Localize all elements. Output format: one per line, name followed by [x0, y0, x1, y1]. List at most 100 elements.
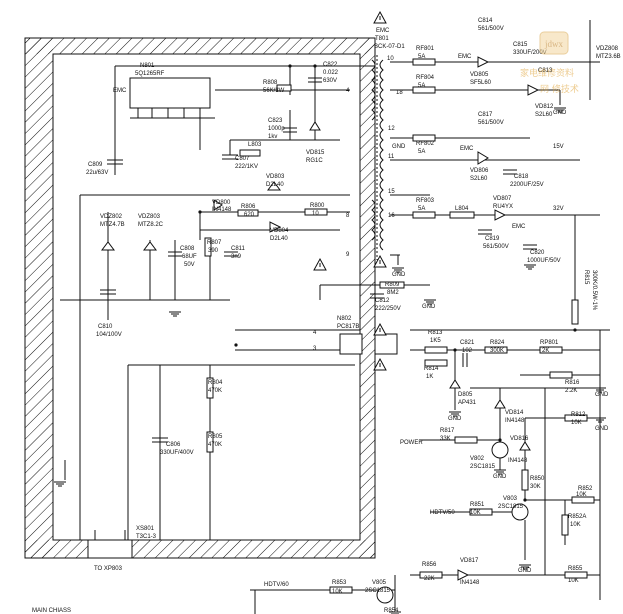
- svg-text:RG1C: RG1C: [306, 158, 323, 164]
- label-hdtv60: HDTV/60: [264, 582, 289, 588]
- svg-text:22K: 22K: [424, 576, 435, 582]
- svg-text:GND: GND: [392, 144, 406, 150]
- svg-text:C822: C822: [323, 62, 338, 68]
- resistor-r800: [304, 208, 328, 216]
- svg-text:102: 102: [462, 348, 473, 354]
- svg-text:C809: C809: [88, 162, 103, 168]
- svg-text:R807: R807: [207, 240, 222, 246]
- svg-text:561/500V: 561/500V: [478, 120, 504, 126]
- svg-text:10: 10: [387, 56, 394, 62]
- inductor-l803: [239, 149, 261, 157]
- svg-text:GND: GND: [392, 272, 406, 278]
- resistor-r809: [379, 281, 405, 289]
- resistor-r824: [484, 346, 508, 354]
- svg-text:EMC: EMC: [512, 224, 526, 230]
- svg-text:22u/63V: 22u/63V: [86, 170, 108, 176]
- svg-text:104/100V: 104/100V: [96, 332, 122, 338]
- svg-text:C815: C815: [513, 42, 528, 48]
- hot-side-components: [87, 77, 328, 559]
- diode-vd817: [457, 569, 470, 581]
- label-n801: N801: [140, 63, 155, 69]
- svg-text:561/500V: 561/500V: [483, 244, 509, 250]
- svg-text:C821: C821: [460, 340, 475, 346]
- svg-text:R817: R817: [440, 428, 455, 434]
- resistor-r852: [571, 496, 595, 504]
- svg-text:330UF/400V: 330UF/400V: [160, 450, 194, 456]
- diode-vd804: [269, 221, 282, 233]
- svg-text:R854: R854: [384, 608, 399, 614]
- svg-text:IN4148: IN4148: [508, 458, 528, 464]
- svg-text:AP431: AP431: [458, 400, 477, 406]
- svg-text:R809: R809: [385, 282, 400, 288]
- svg-text:C817: C817: [478, 112, 493, 118]
- svg-text:5Q1265RF: 5Q1265RF: [135, 71, 165, 77]
- svg-text:R850: R850: [530, 476, 545, 482]
- svg-text:EMC: EMC: [460, 146, 474, 152]
- svg-text:300K/0.5W-1%: 300K/0.5W-1%: [591, 270, 597, 311]
- svg-text:C814: C814: [478, 18, 493, 24]
- svg-text:330UF/200V: 330UF/200V: [513, 50, 547, 56]
- svg-text:C806: C806: [166, 442, 181, 448]
- svg-text:2.2K: 2.2K: [565, 388, 577, 394]
- svg-text:GND: GND: [595, 392, 609, 398]
- shunt-d805: [449, 379, 461, 389]
- svg-text:R804: R804: [208, 380, 223, 386]
- svg-text:2K: 2K: [542, 348, 549, 354]
- svg-text:MTZ4.7B: MTZ4.7B: [100, 222, 125, 228]
- zener-vdz803: [143, 241, 157, 251]
- svg-text:10K: 10K: [470, 510, 481, 516]
- svg-text:C819: C819: [485, 236, 500, 242]
- svg-text:50V: 50V: [184, 262, 195, 268]
- resistor-r808: [276, 84, 292, 92]
- svg-text:V803: V803: [503, 496, 518, 502]
- component-labels: N801 5Q1265RF EMC C822 0.022 630V R808 5…: [32, 18, 621, 614]
- svg-text:222/1KV: 222/1KV: [235, 164, 258, 170]
- svg-text:网 修技术: 网 修技术: [540, 83, 579, 95]
- resistor-r853: [329, 586, 353, 594]
- secondary-components: [329, 56, 595, 604]
- hot-side-wiring: [60, 65, 375, 545]
- svg-text:470K: 470K: [208, 442, 222, 448]
- resistor-r812: [564, 414, 588, 422]
- svg-text:1000p: 1000p: [268, 126, 285, 132]
- fuse-rf803: [412, 211, 436, 219]
- svg-text:10K: 10K: [332, 589, 343, 595]
- svg-text:R855: R855: [568, 566, 583, 572]
- svg-text:C812: C812: [375, 298, 390, 304]
- label-emc: EMC: [113, 88, 127, 94]
- svg-text:GND: GND: [422, 304, 436, 310]
- svg-text:C808: C808: [180, 246, 195, 252]
- svg-text:561/500V: 561/500V: [478, 26, 504, 32]
- svg-text:MTZ8.2C: MTZ8.2C: [138, 222, 164, 228]
- svg-text:C818: C818: [514, 174, 529, 180]
- svg-text:T801: T801: [375, 36, 389, 42]
- svg-text:VD805: VD805: [470, 72, 489, 78]
- svg-text:R813: R813: [428, 330, 443, 336]
- svg-text:R853: R853: [332, 580, 347, 586]
- resistor-r816: [549, 371, 573, 379]
- junction-dots: [198, 64, 577, 502]
- svg-text:RF802: RF802: [416, 141, 435, 147]
- svg-text:IN4148: IN4148: [212, 207, 232, 213]
- svg-text:C823: C823: [268, 118, 283, 124]
- svg-text:R805: R805: [208, 434, 223, 440]
- svg-text:VDZ802: VDZ802: [100, 214, 123, 220]
- svg-text:S2L60: S2L60: [470, 176, 488, 182]
- svg-text:R808: R808: [263, 80, 278, 86]
- resistor-r815: [571, 299, 579, 325]
- svg-text:8M2: 8M2: [387, 290, 399, 296]
- label-hdtv50: HDTV/50: [430, 510, 455, 516]
- svg-text:4: 4: [346, 88, 350, 94]
- svg-text:XS801: XS801: [136, 526, 155, 532]
- svg-text:SF5L60: SF5L60: [470, 80, 492, 86]
- svg-text:L804: L804: [455, 206, 469, 212]
- resistor-r806: [237, 209, 259, 217]
- svg-text:VD816: VD816: [510, 436, 529, 442]
- resistor-r851: [469, 508, 493, 516]
- svg-text:D805: D805: [458, 392, 473, 398]
- diode-vd812: [527, 84, 540, 96]
- transformer-t801: [371, 55, 384, 260]
- svg-text:VDZ808: VDZ808: [596, 46, 619, 52]
- svg-text:VD812: VD812: [535, 104, 554, 110]
- svg-text:RP801: RP801: [540, 340, 559, 346]
